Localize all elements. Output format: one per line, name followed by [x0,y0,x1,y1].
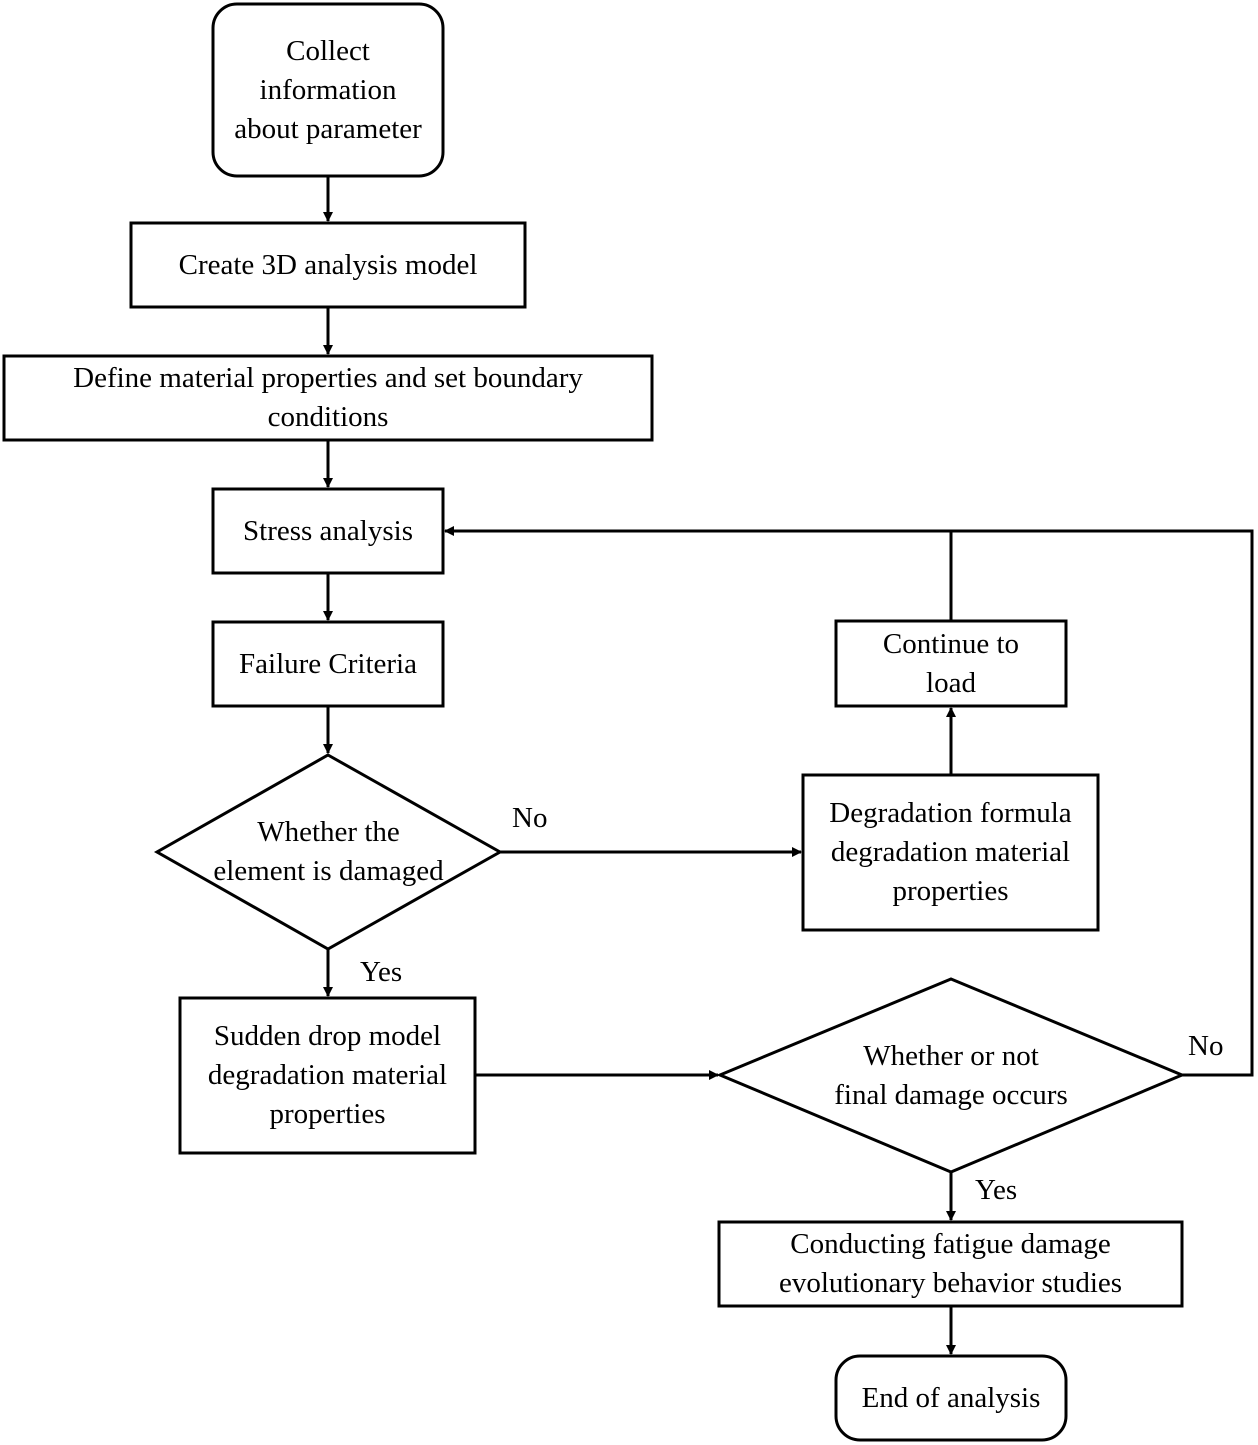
collect-line-3: about parameter [234,112,422,145]
degradation-formula-node-label: Degradation formula degradation material… [803,775,1098,930]
degradation-formula-line-2: degradation material [830,836,1071,868]
element-damaged-line-1: Whether the [257,816,400,848]
stress-analysis-node-label: Stress analysis [213,489,443,573]
continue-load-line-1: Continue to [882,627,1020,660]
element-damaged-node-label: Whether the element is damaged [157,755,500,949]
sudden-drop-line-3: properties [269,1098,386,1130]
failure-criteria-line-1: Failure Criteria [239,647,417,680]
fatigue-study-node-label: Conducting fatigue damage evolutionary b… [719,1222,1182,1306]
end-node-label: End of analysis [836,1356,1066,1440]
fatigue-study-line-1: Conducting fatigue damage [790,1228,1111,1260]
final-no-label: No [1188,1030,1224,1062]
fatigue-study-line-2: evolutionary behavior studies [778,1267,1123,1299]
collect-line-1: Collect [286,34,370,67]
create-model-line-1: Create 3D analysis model [178,248,478,281]
final-damage-node-label: Whether or not final damage occurs [720,979,1182,1172]
end-node-shape [834,1354,1068,1442]
final-damage-line-1: Whether or not [863,1039,1039,1072]
create-model-node-label: Create 3D analysis model [131,223,525,307]
edge-continue-to-stress [444,526,953,621]
collect-node-label: Collect information about parameter [213,4,443,176]
sudden-drop-node-label: Sudden drop model degradation material p… [180,998,475,1153]
define-material-node-label: Define material properties and set bound… [4,356,652,440]
define-material-line-2: conditions [267,401,389,433]
define-material-line-1: Define material properties and set bound… [73,362,583,394]
failure-criteria-node-label: Failure Criteria [213,622,443,706]
stress-analysis-line-1: Stress analysis [243,514,413,547]
final-damage-line-2: final damage occurs [834,1078,1068,1111]
element-damaged-line-2: element is damaged [213,855,444,887]
damaged-no-label: No [512,802,548,834]
damaged-yes-label: Yes [360,956,403,988]
continue-load-line-2: load [926,666,976,699]
degradation-formula-line-3: properties [892,875,1009,907]
edge-final-no-to-stress [951,529,1254,1077]
end-line-1: End of analysis [861,1381,1041,1414]
sudden-drop-line-1: Sudden drop model [213,1020,442,1052]
continue-load-node-label: Continue to load [836,621,1066,706]
sudden-drop-line-2: degradation material [207,1059,448,1091]
final-yes-label: Yes [975,1174,1018,1206]
collect-line-2: information [259,73,397,106]
degradation-formula-line-1: Degradation formula [829,797,1072,829]
